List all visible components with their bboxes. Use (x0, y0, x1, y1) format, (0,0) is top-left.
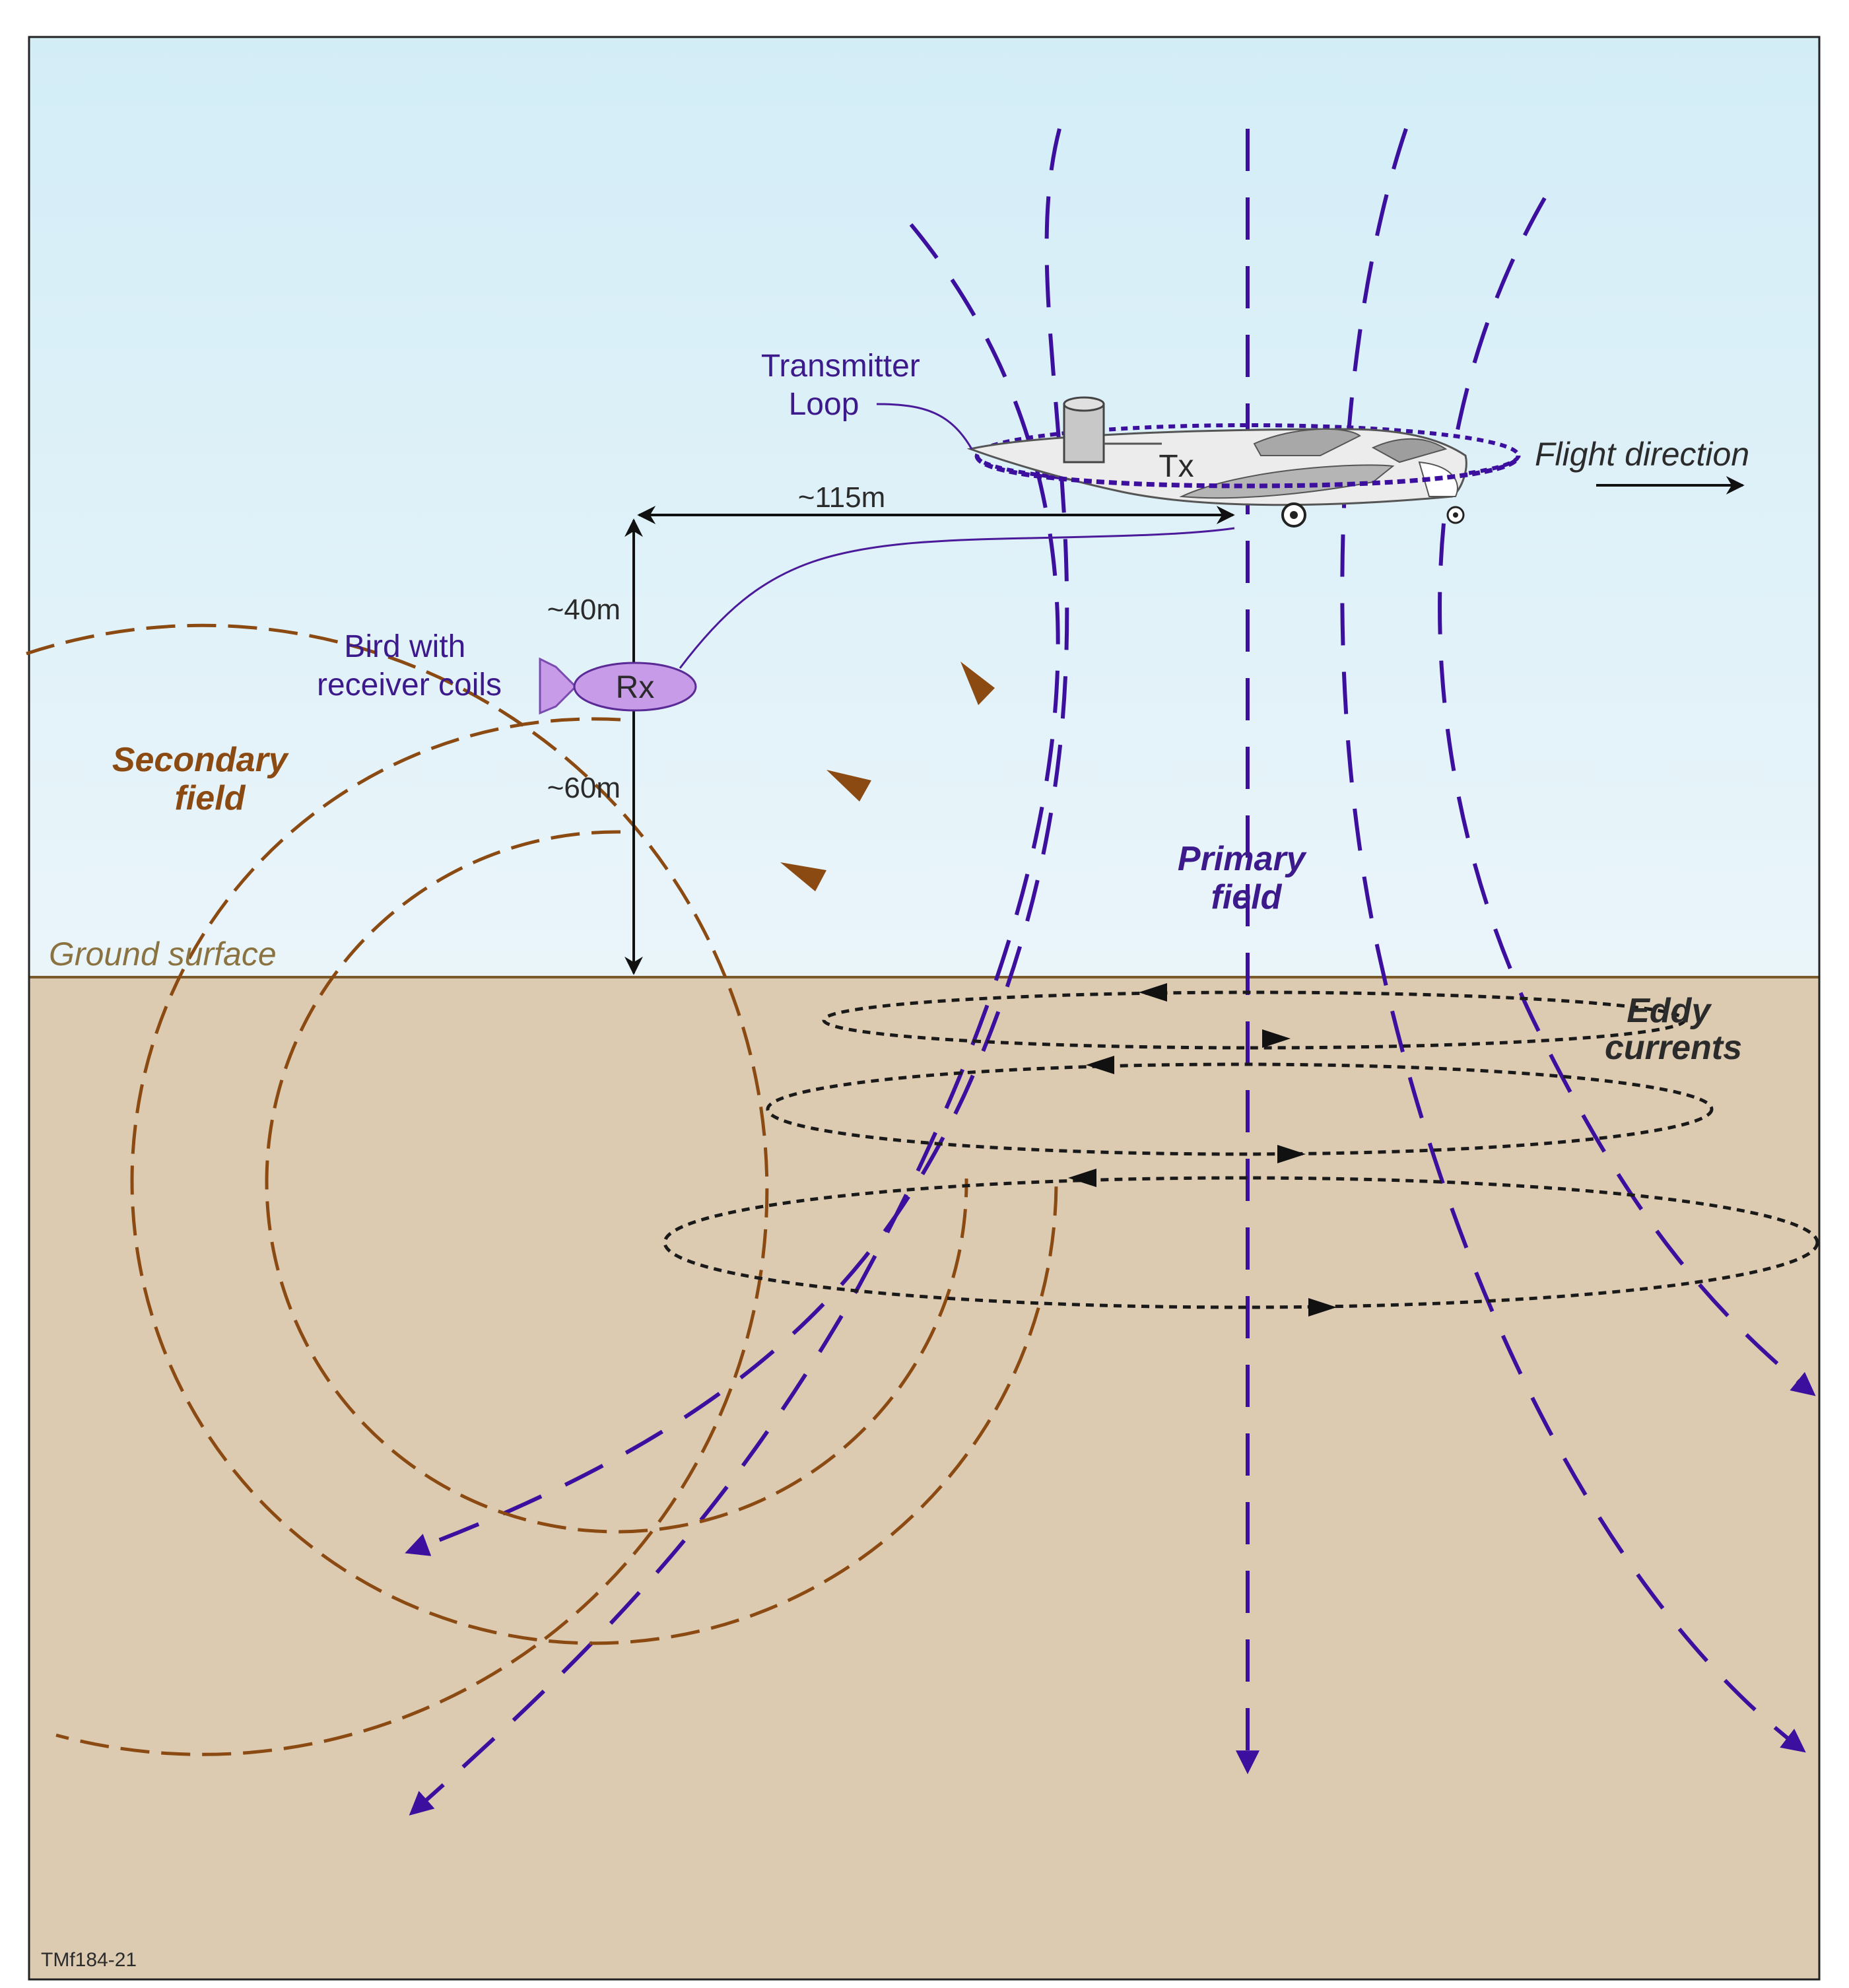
primary-field-line-left-outer (409, 223, 1060, 1816)
aircraft: Tx (966, 396, 1521, 528)
secondary-arrow-2 (826, 770, 871, 802)
transmitter-loop-front (974, 455, 1521, 489)
primary-field-line-right-inner (1340, 128, 1806, 1753)
tow-cable (679, 527, 1235, 669)
secondary-field-arc-inner (265, 830, 968, 1534)
secondary-field-arrowheads (780, 662, 995, 891)
figure-frame (28, 36, 1821, 1981)
ground-background (29, 977, 1819, 1979)
ground-surface-label: Ground surface (49, 936, 277, 973)
transmitter-loop-leader (876, 403, 973, 450)
aircraft-tail-pod-top (1063, 396, 1105, 412)
primary-field-line-1: Primary (1178, 840, 1308, 878)
distance-arrows (624, 506, 1235, 975)
tx-label: Tx (1159, 449, 1193, 484)
eddy-currents-line-2: currents (1605, 1029, 1742, 1067)
secondary-field-arc-middle (130, 717, 1058, 1645)
aircraft-upper-wing (1253, 428, 1361, 456)
transmitter-loop-line-2: Loop (789, 387, 859, 422)
bird-offset-height-label: ~40m (547, 594, 621, 626)
eddy-currents-line-1: Eddy (1627, 992, 1712, 1030)
secondary-field-line-2: field (175, 779, 246, 817)
eddy-arrow-6 (1308, 1298, 1337, 1317)
bird-label-line-2: receiver coils (317, 668, 502, 703)
sky-background (29, 37, 1819, 977)
eddy-arrow-4 (1277, 1145, 1306, 1163)
bird-tail-fin (539, 657, 578, 715)
eddy-loop-3 (663, 1176, 1819, 1309)
aircraft-tail-pod (1063, 403, 1105, 463)
horizontal-distance-label: ~115m (798, 481, 886, 514)
aircraft-main-wheel-hub (1290, 511, 1298, 519)
flight-direction-label: Flight direction (1535, 436, 1749, 473)
eddy-loop-1 (822, 990, 1687, 1050)
secondary-arrow-3 (960, 662, 995, 705)
aircraft-lower-wing (1179, 464, 1395, 499)
primary-field-line-2: field (1211, 878, 1283, 916)
primary-field-line-right-outer (1438, 197, 1816, 1396)
bird-receiver: Rx (539, 657, 697, 715)
aircraft-tail (1371, 438, 1448, 463)
secondary-field-arc-outer (26, 623, 769, 1756)
eddy-currents-label: Eddy currents (1605, 992, 1742, 1067)
primary-field-lines (405, 128, 1816, 1816)
primary-field-line-left-inner (405, 128, 1069, 1556)
secondary-field-lines (26, 623, 1058, 1756)
rx-label: Rx (616, 670, 655, 705)
secondary-arrow-1 (780, 862, 826, 891)
bird-body (573, 662, 697, 712)
eddy-arrow-5 (1068, 1169, 1096, 1187)
eddy-arrowheads (1068, 983, 1337, 1317)
eddy-arrow-1 (1139, 983, 1167, 1002)
eddy-arrow-2 (1262, 1029, 1291, 1048)
eddy-loop-2 (766, 1062, 1714, 1156)
primary-field-label: Primary field (1178, 840, 1315, 916)
aircraft-nose-wheel-hub (1453, 512, 1458, 518)
eddy-current-loops (663, 990, 1819, 1309)
bird-ground-height-label: ~60m (547, 772, 621, 804)
bird-label: Bird with receiver coils (317, 629, 502, 703)
secondary-field-label: Secondary field (112, 741, 297, 817)
bird-label-line-1: Bird with (344, 629, 465, 664)
transmitter-loop-line-1: Transmitter (761, 349, 920, 384)
transmitter-loop-label: Transmitter Loop (761, 349, 929, 422)
eddy-arrow-3 (1086, 1056, 1114, 1074)
secondary-field-line-1: Secondary (112, 741, 290, 779)
figure-code: TMf184-21 (41, 1949, 137, 1971)
